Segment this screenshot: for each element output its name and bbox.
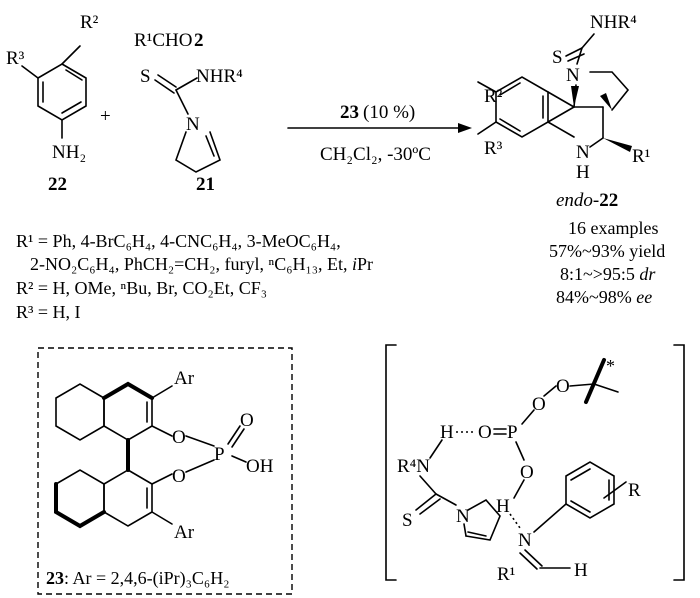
product-n: N — [576, 142, 590, 163]
result-examples: 16 examples — [568, 218, 658, 238]
product-s: S — [552, 47, 563, 68]
ts-o-ring1: O — [532, 394, 546, 415]
catalyst-structure: Ar O P O OH O Ar — [54, 368, 274, 543]
r1-list-line1: R¹ = Ph, 4-BrC₆H₄, 4-CNC₆H₄, 3-MeOC₆H₄, — [16, 231, 341, 251]
ts-r: R — [628, 480, 641, 501]
compound-label-21: 21 — [196, 174, 215, 195]
left-bracket — [385, 344, 397, 581]
ts-star: * — [606, 356, 615, 376]
product-r3: R³ — [484, 138, 503, 159]
result-ee: 84%~98% ee — [556, 287, 652, 307]
r2-list: R² = H, OMe, ⁿBu, Br, CO₂Et, CF₃ — [16, 278, 267, 298]
arrow-head — [458, 123, 472, 133]
plus-sign: + — [100, 106, 111, 127]
ts-o1: O — [478, 422, 492, 443]
solvent-temperature: CH₂Cl₂, -30ºC — [320, 144, 431, 165]
ts-s: S — [402, 510, 413, 531]
ts-o-ring2: O — [556, 376, 570, 397]
transition-state: R⁴N H O P O O * O H N R R¹ H — [385, 344, 685, 585]
compound-label-22: 22 — [48, 174, 67, 195]
ts-n-ring: N — [456, 506, 470, 527]
ts-p: P — [507, 422, 518, 443]
aniline-nh2: NH₂ — [52, 142, 86, 163]
ts-h3: H — [574, 560, 588, 581]
catalyst-ar-top: Ar — [174, 368, 195, 389]
catalyst-o-upper: O — [172, 427, 186, 448]
ts-r4n: R⁴N — [397, 456, 430, 477]
catalyst-caption: 23: Ar = 2,4,6-(iPr)₃C₆H₂ — [46, 568, 229, 589]
thiourea-nhr4: NHR⁴ — [196, 66, 243, 87]
catalyst-ar-bottom: Ar — [174, 522, 195, 543]
product-n-top: N — [566, 65, 580, 86]
catalyst-loading: 23(10 %) — [340, 102, 415, 123]
aniline-structure: R² R³ NH₂ 22 — [6, 12, 99, 195]
ts-h1: H — [440, 422, 454, 443]
ts-r1: R¹ — [497, 564, 516, 585]
ts-o-bottom: O — [520, 462, 534, 483]
thiourea-s: S — [140, 66, 151, 87]
r3-list: R³ = H, I — [16, 302, 81, 322]
catalyst-o-double: O — [240, 410, 254, 431]
product-nhr4: NHR⁴ — [590, 12, 637, 33]
aniline-r2: R² — [80, 12, 99, 33]
aldehyde-formula: R¹CHO — [134, 30, 192, 51]
product-r2: R² — [484, 86, 503, 107]
product-r1: R¹ — [632, 146, 651, 167]
r1-list-line2: 2-NO₂C₆H₄, PhCH₂=CH₂, furyl, ⁿC₆H₁₃, Et,… — [30, 254, 373, 274]
ts-n-imine: N — [518, 530, 532, 551]
catalyst-oh: OH — [246, 456, 274, 477]
ts-h2: H — [496, 496, 510, 517]
product-label: endo-22 — [556, 190, 618, 211]
catalyst-p: P — [214, 444, 225, 465]
right-bracket — [673, 344, 685, 581]
result-yield: 57%~93% yield — [549, 241, 665, 261]
product-structure: NHR⁴ S N R² R³ N H R¹ endo-22 16 example… — [477, 12, 665, 307]
product-h: H — [576, 162, 590, 183]
thiourea-n: N — [186, 114, 200, 135]
catalyst-o-lower: O — [172, 466, 186, 487]
result-dr: 8:1~>95:5 dr — [560, 264, 656, 284]
compound-label-2: 2 — [194, 30, 204, 51]
thiourea-structure: S NHR⁴ N 21 — [140, 66, 243, 195]
aniline-r3: R³ — [6, 48, 25, 69]
